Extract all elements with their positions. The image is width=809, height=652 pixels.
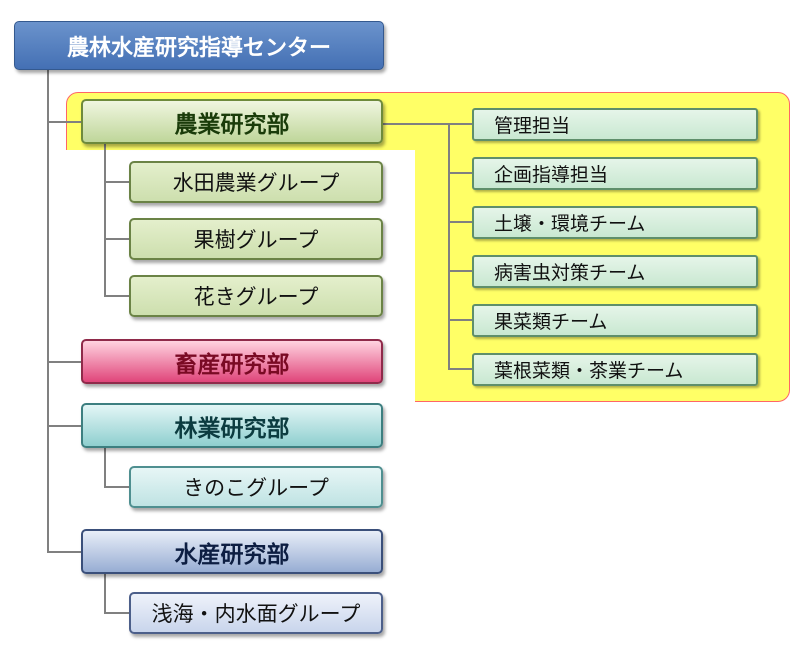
- connector-team-6: [448, 368, 472, 370]
- group-flower-label: 花きグループ: [193, 285, 319, 309]
- group-paddy-label: 水田農業グループ: [172, 171, 340, 195]
- trunk-line: [47, 70, 49, 553]
- connector-group-2: [104, 238, 129, 240]
- dept-livestock-label: 畜産研究部: [174, 351, 290, 378]
- connector-agri-teams: [383, 123, 450, 125]
- connector-fore-group: [104, 486, 129, 488]
- dept-forestry: 林業研究部: [81, 403, 383, 448]
- connector-agri: [47, 121, 81, 123]
- root-label: 農林水産研究指導センター: [66, 35, 331, 61]
- connector-fish: [47, 551, 81, 553]
- dept-fisheries-label: 水産研究部: [174, 541, 290, 568]
- team-pest-control-label: 病害虫対策チーム: [494, 262, 646, 284]
- team-fruit-vegetables-label: 果菜類チーム: [494, 311, 608, 333]
- dept-agriculture: 農業研究部: [81, 99, 383, 144]
- team-leaf-root-tea-label: 葉根菜類・茶業チーム: [494, 360, 684, 382]
- connector-fore: [47, 425, 81, 427]
- connector-team-1: [448, 123, 472, 125]
- root-node: 農林水産研究指導センター: [14, 21, 384, 70]
- team-management-label: 管理担当: [494, 115, 571, 137]
- connector-live: [47, 361, 81, 363]
- group-fruit-tree: 果樹グループ: [129, 218, 383, 260]
- connector-group-1: [104, 181, 129, 183]
- team-planning-label: 企画指導担当: [494, 164, 609, 186]
- group-shallow-sea: 浅海・内水面グループ: [129, 592, 383, 634]
- dept-fisheries: 水産研究部: [81, 529, 383, 574]
- connector-team-2: [448, 172, 472, 174]
- fish-group-trunk: [104, 574, 106, 613]
- connector-fish-group: [104, 612, 129, 614]
- team-planning: 企画指導担当: [472, 157, 758, 190]
- team-trunk: [448, 123, 450, 369]
- connector-group-3: [104, 295, 129, 297]
- connector-team-3: [448, 221, 472, 223]
- connector-team-4: [448, 270, 472, 272]
- team-soil-environment-label: 土壌・環境チーム: [494, 213, 646, 235]
- dept-livestock: 畜産研究部: [81, 339, 383, 384]
- team-management: 管理担当: [472, 108, 758, 141]
- group-flower: 花きグループ: [129, 275, 383, 317]
- agri-group-trunk: [104, 144, 106, 296]
- group-paddy: 水田農業グループ: [129, 161, 383, 203]
- fore-group-trunk: [104, 448, 106, 487]
- group-mushroom: きのこグループ: [129, 466, 383, 508]
- dept-forestry-label: 林業研究部: [174, 415, 290, 442]
- team-leaf-root-tea: 葉根菜類・茶業チーム: [472, 353, 758, 386]
- group-fruit-tree-label: 果樹グループ: [193, 228, 319, 252]
- dept-agriculture-label: 農業研究部: [174, 111, 290, 138]
- group-mushroom-label: きのこグループ: [183, 476, 329, 500]
- team-soil-environment: 土壌・環境チーム: [472, 206, 758, 239]
- group-shallow-sea-label: 浅海・内水面グループ: [151, 602, 361, 626]
- team-pest-control: 病害虫対策チーム: [472, 255, 758, 288]
- connector-team-5: [448, 319, 472, 321]
- team-fruit-vegetables: 果菜類チーム: [472, 304, 758, 337]
